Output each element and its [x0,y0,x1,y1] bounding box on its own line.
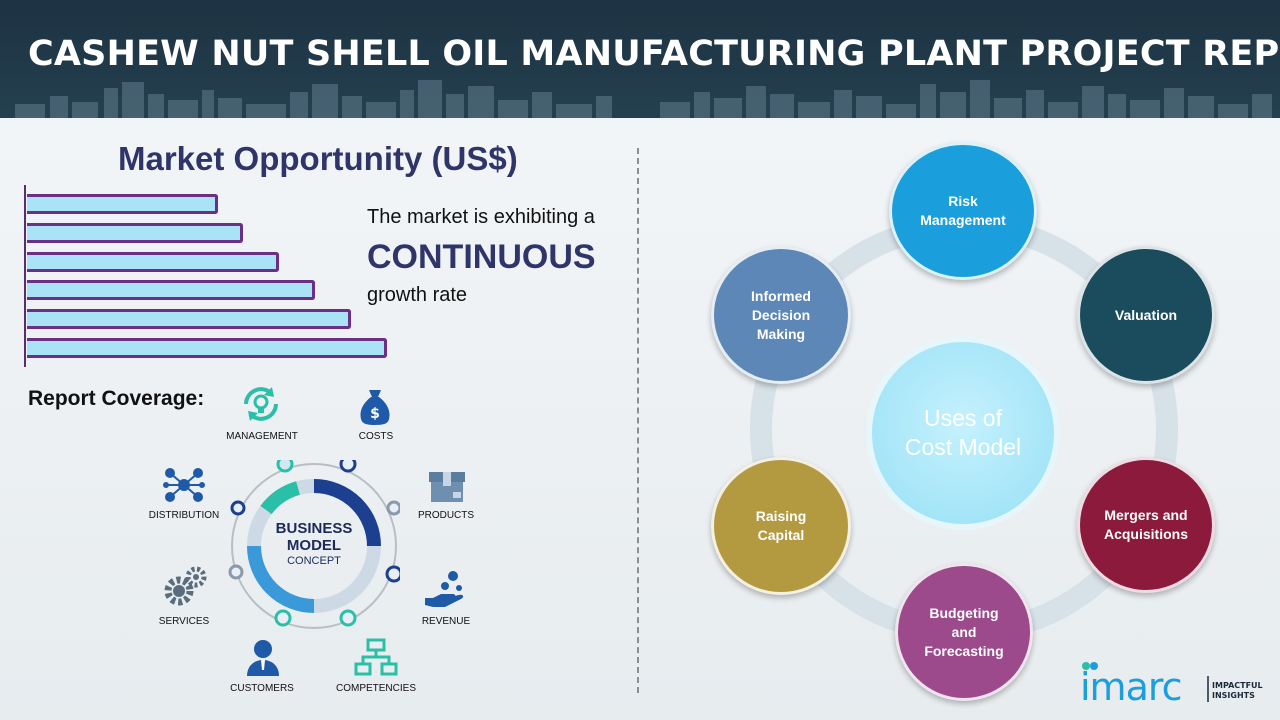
products-box-icon [429,472,465,502]
budgeting-line2: and [951,623,977,640]
market-bar [27,280,315,301]
logo-tag2: INSIGHTS [1212,691,1255,700]
budgeting-line3: Forecasting [924,642,1004,659]
raising-line2: Capital [757,527,805,543]
market-bar [27,194,218,214]
coverage-costs-label: COSTS [358,431,394,442]
logo-brand: imarc [1080,665,1182,709]
center-line2: Cost Model [904,434,1022,460]
business-model-line1: BUSINESS [275,520,353,537]
coverage-competencies-label: COMPETENCIES [335,683,416,694]
revenue-hand-icon [425,571,464,607]
money-bag-icon: $ [360,390,390,425]
coverage-customers-label: CUSTOMERS [230,683,294,694]
gears-icon [164,566,207,606]
risk-line1: Risk [948,193,978,209]
distribution-network-icon [163,468,205,502]
informed-line2: Decision [751,306,811,323]
budgeting-line1: Budgeting [929,604,999,621]
bar-chart-axis [24,185,26,367]
imarc-logo: imarc IMPACTFUL INSIGHTS [1080,662,1263,709]
market-opportunity-title: Market Opportunity (US$) [118,140,518,177]
logo-tag1: IMPACTFUL [1212,681,1263,690]
uses-center-circle: Uses of Cost Model [866,336,1060,530]
mergers-line2: Acquisitions [1103,526,1188,542]
business-model-line2: MODEL [286,537,342,554]
valuation-circle: Valuation [1077,246,1215,384]
management-icon [244,387,278,421]
market-bar [27,222,243,243]
header-banner: CASHEW NUT SHELL OIL MANUFACTURING PLANT… [0,0,1280,118]
section-divider [637,148,639,693]
coverage-revenue-label: REVENUE [421,616,471,627]
valuation-label: Valuation [1114,306,1178,323]
informed-line3: Making [756,325,806,342]
business-model-line3: CONCEPT [287,555,341,567]
business-model-circle [228,460,400,629]
page-title: CASHEW NUT SHELL OIL MANUFACTURING PLANT… [28,34,1280,74]
market-bar [27,338,387,358]
coverage-management-label: MANAGEMENT [226,431,298,442]
report-coverage-label: Report Coverage: [28,387,205,410]
informed-line1: Informed [751,287,811,304]
coverage-services-label: SERVICES [158,616,210,627]
market-bar [27,309,351,330]
coverage-distribution-label: DISTRIBUTION [148,510,220,521]
city-skyline-graphic [15,80,1272,118]
market-bar [27,251,279,272]
customer-icon [247,640,279,676]
competencies-hierarchy-icon [354,638,398,676]
market-text-line3: growth rate [367,284,468,306]
svg-text:$: $ [370,406,380,422]
coverage-products-label: PRODUCTS [417,510,475,521]
center-line1: Uses of [924,405,1002,431]
market-text-emphasis: CONTINUOUS [367,238,596,276]
mergers-line1: Mergers and [1104,507,1188,523]
risk-line2: Management [920,212,1006,228]
raising-line1: Raising [755,508,807,524]
market-text-line1: The market is exhibiting a [367,206,595,228]
